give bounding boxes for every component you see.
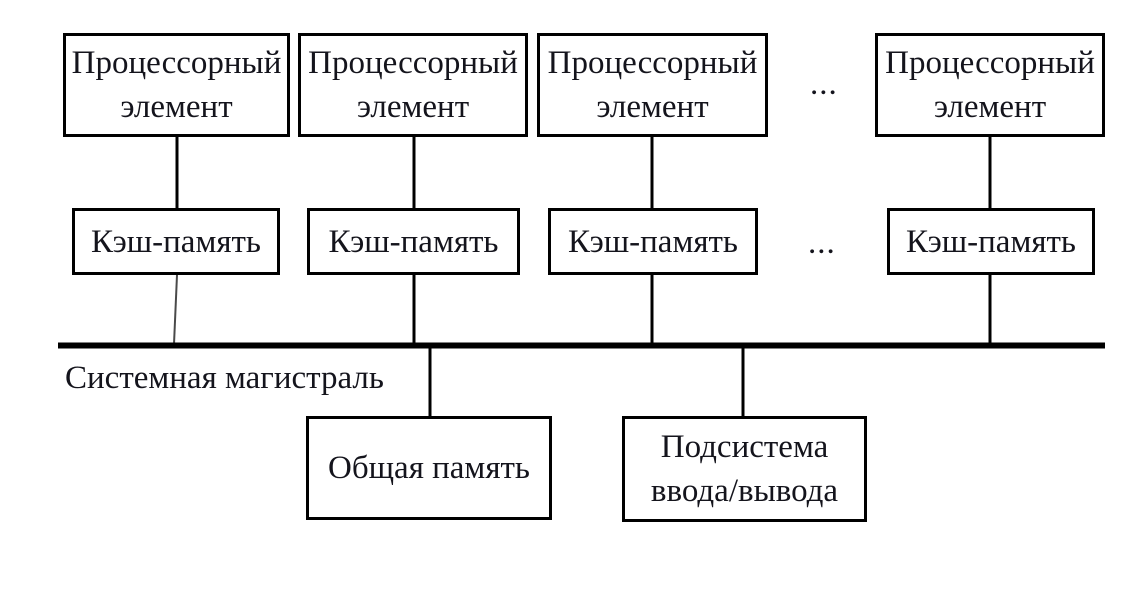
shared-memory-box: Общая память: [306, 416, 552, 520]
cache-memory-box-3: Кэш-память: [548, 208, 758, 275]
system-bus-label: Системная магистраль: [65, 360, 384, 396]
wire-cache1-bus: [173, 274, 178, 345]
processor-element-box-1: Процессорный элемент: [63, 33, 290, 137]
processor-element-box-4: Процессорный элемент: [875, 33, 1105, 137]
processor-element-box-3: Процессорный элемент: [537, 33, 768, 137]
cache-memory-box-1: Кэш-память: [72, 208, 280, 275]
cache-memory-box-4: Кэш-память: [887, 208, 1095, 275]
cache-memory-box-2: Кэш-память: [307, 208, 520, 275]
io-subsystem-box: Подсистема ввода/вывода: [622, 416, 867, 522]
cache-row-ellipsis: ...: [808, 225, 836, 261]
processor-row-ellipsis: ...: [810, 66, 838, 102]
processor-element-box-2: Процессорный элемент: [298, 33, 528, 137]
